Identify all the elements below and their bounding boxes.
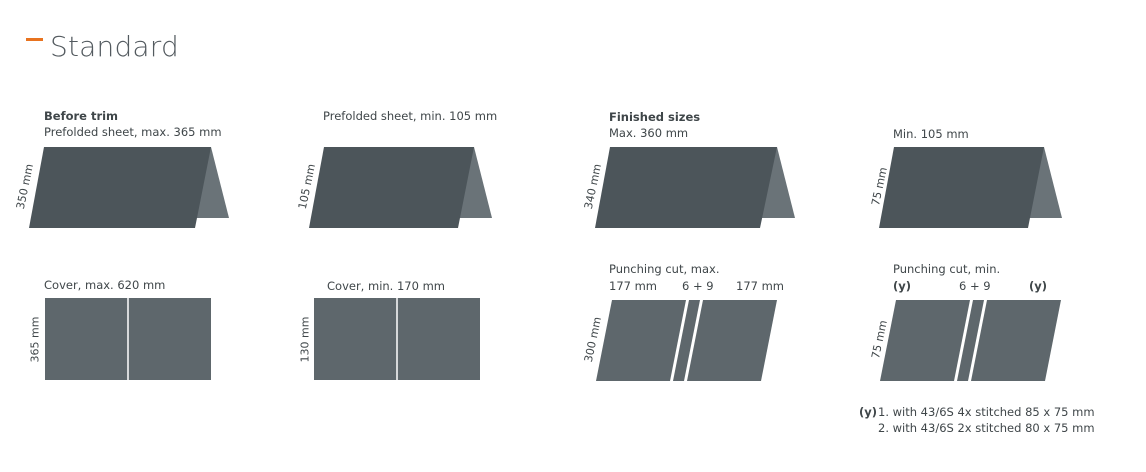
prefolded-max-label: Prefolded sheet, max. 365 mm <box>44 125 222 139</box>
footnote-line-2: 2. with 43/6S 2x stitched 80 x 75 mm <box>878 421 1095 435</box>
punch-max-shape <box>596 300 777 381</box>
punch-min-title: Punching cut, min. <box>893 262 1001 276</box>
punch-min-right-width: (y) <box>1029 279 1048 293</box>
punch-max-gap: 6 + 9 <box>682 279 714 293</box>
punch-min-gap: 6 + 9 <box>959 279 991 293</box>
punch-max-left-width: 177 mm <box>609 279 658 293</box>
prefolded-min-shape <box>309 147 492 228</box>
finished-sizes-title: Finished sizes <box>609 110 701 124</box>
punch-max-title: Punching cut, max. <box>609 262 720 276</box>
punch-min-left-width: (y) <box>893 279 912 293</box>
cover-max-shape <box>45 298 211 380</box>
cover-max-height: 365 mm <box>28 316 42 363</box>
prefolded-max-shape <box>29 147 229 228</box>
finished-max-shape <box>595 147 795 228</box>
punch-min-shape <box>880 300 1061 381</box>
cover-min-height: 130 mm <box>298 316 312 363</box>
cover-min-label: Cover, min. 170 mm <box>327 279 445 293</box>
prefolded-min-label: Prefolded sheet, min. 105 mm <box>323 109 498 123</box>
before-trim-title: Before trim <box>44 109 119 123</box>
finished-min-shape <box>879 147 1062 228</box>
footnote-marker: (y) <box>859 405 878 419</box>
cover-max-label: Cover, max. 620 mm <box>44 278 166 292</box>
page-title: Standard <box>50 30 179 63</box>
finished-min-label: Min. 105 mm <box>893 127 969 141</box>
heading-accent-bar <box>26 38 43 41</box>
finished-max-label: Max. 360 mm <box>609 126 689 140</box>
cover-min-shape <box>314 298 480 380</box>
footnote-line-1: 1. with 43/6S 4x stitched 85 x 75 mm <box>878 405 1095 419</box>
punch-max-right-width: 177 mm <box>736 279 785 293</box>
